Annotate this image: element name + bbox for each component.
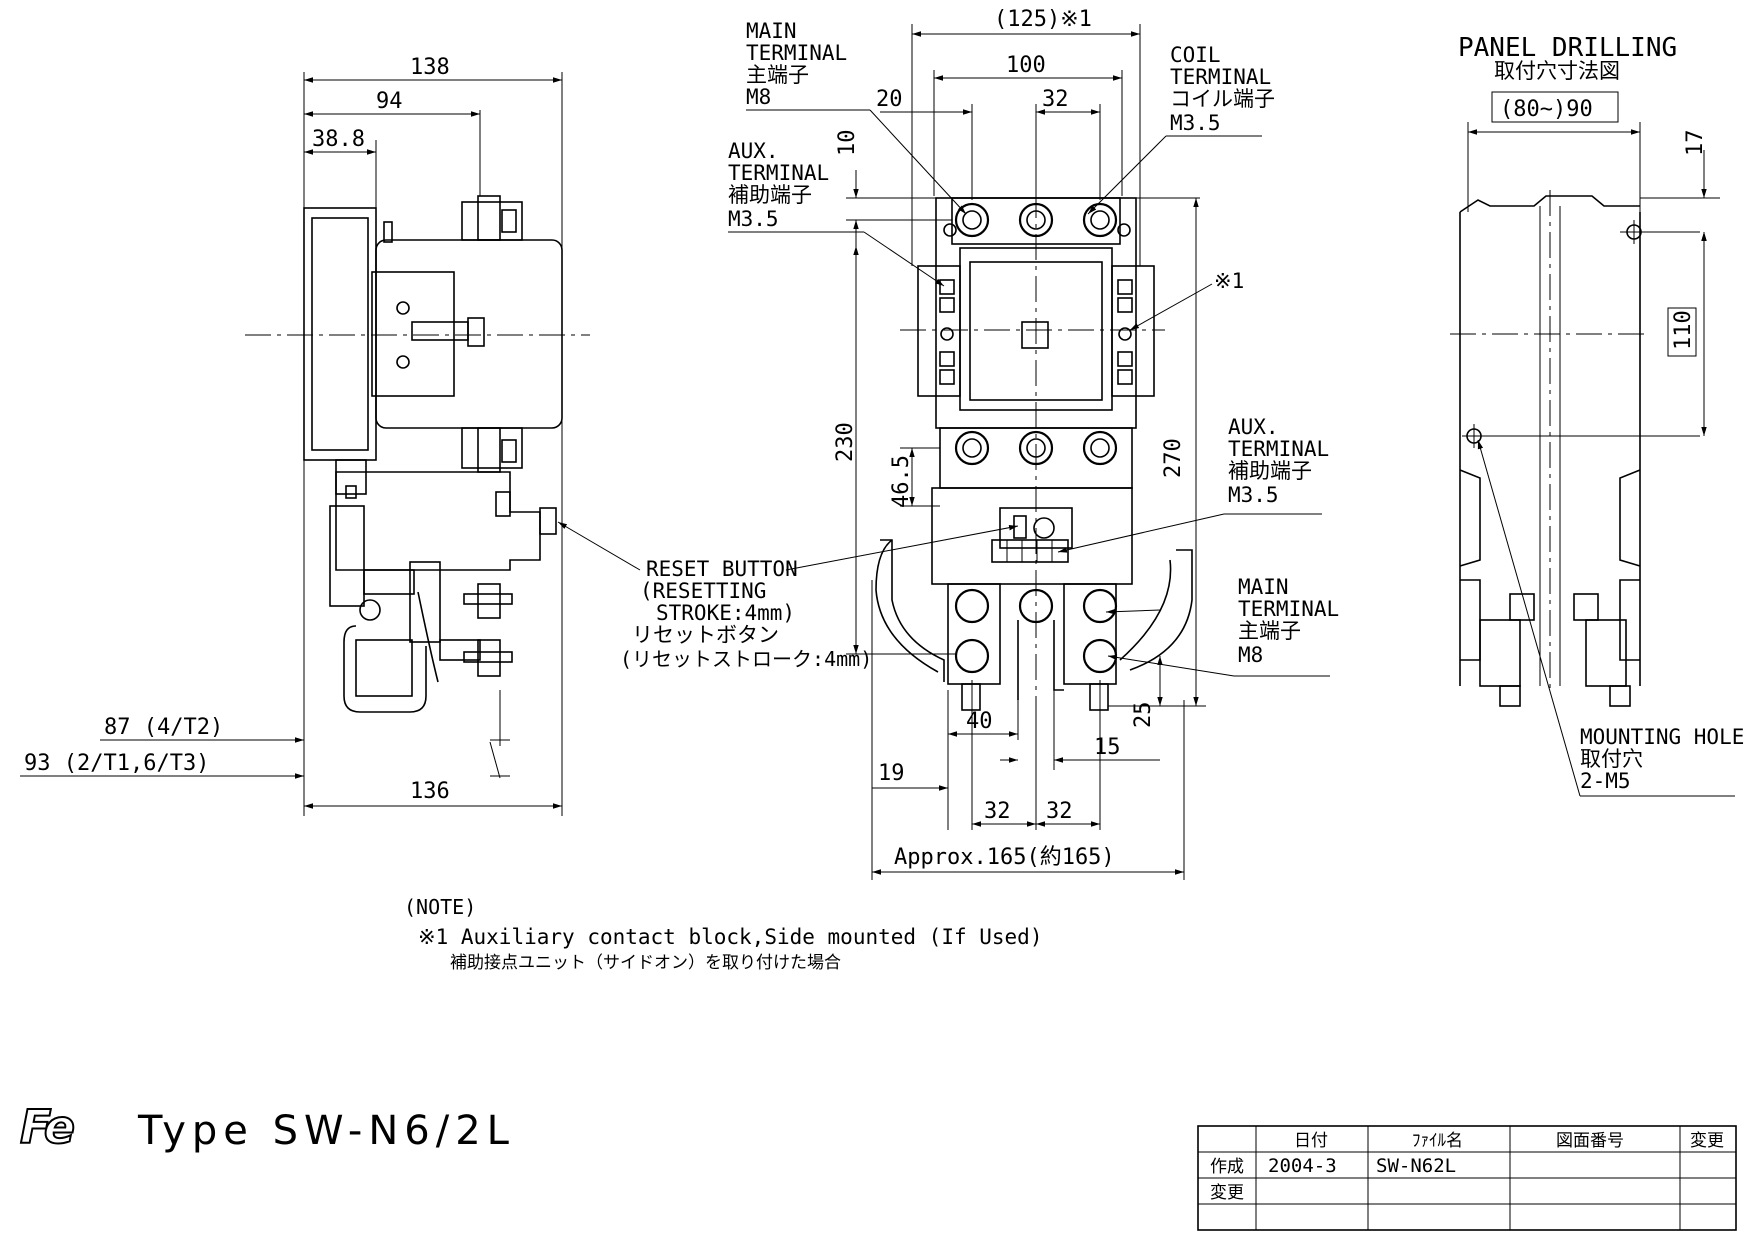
dim-side-38-8: 38.8: [312, 127, 365, 152]
note-line-2: 補助接点ユニット（サイドオン）を取り付けた場合: [450, 953, 841, 973]
svg-text:AUX.: AUX.: [1228, 415, 1279, 439]
panel-drilling-title: PANEL DRILLING: [1458, 33, 1677, 63]
tb-row2-label: 変更: [1210, 1183, 1244, 1203]
label-main-terminal-top: MAIN TERMINAL 主端子 M8: [746, 19, 967, 215]
svg-text:STROKE:4mm): STROKE:4mm): [656, 601, 795, 625]
overload-relay: [931, 487, 1133, 585]
label-aux-terminal-left: AUX. TERMINAL 補助端子 M3.5: [728, 139, 945, 287]
svg-text:M8: M8: [1238, 643, 1263, 667]
dim-front-100: 100: [1006, 53, 1046, 78]
svg-text:(RESETTING: (RESETTING: [640, 579, 766, 603]
label-mounting-hole: MOUNTING HOLE 取付穴 2-M5: [1477, 439, 1744, 797]
dim-side-87: 87 (4/T2): [104, 715, 223, 740]
dim-side-94: 94: [376, 89, 403, 114]
label-reset-button: RESET BUTTON (RESETTING STROKE:4mm) リセット…: [557, 521, 1019, 671]
note-block: (NOTE) ※1 Auxiliary contact block,Side m…: [404, 895, 1042, 973]
aux-screws-right: [1117, 279, 1133, 385]
front-view: (125)※1 100 20 32 10 230 270 46.5 25: [557, 7, 1339, 880]
dim-side-93: 93 (2/T1,6/T3): [24, 751, 209, 776]
svg-text:COIL: COIL: [1170, 43, 1221, 67]
svg-text:M3.5: M3.5: [1170, 111, 1221, 135]
svg-text:TERMINAL: TERMINAL: [1228, 437, 1329, 461]
panel-drilling-title-jp: 取付穴寸法図: [1494, 59, 1620, 83]
dim-front-approx-165: Approx.165(約165): [894, 845, 1115, 870]
svg-text:コイル端子: コイル端子: [1170, 87, 1275, 111]
dim-panel-width: (80~)90: [1500, 97, 1593, 122]
dim-front-40: 40: [966, 709, 993, 734]
dim-front-10: 10: [835, 130, 860, 157]
svg-text:TERMINAL: TERMINAL: [728, 161, 829, 185]
svg-text:TERMINAL: TERMINAL: [1238, 597, 1339, 621]
svg-text:補助端子: 補助端子: [728, 183, 812, 207]
main-terminals-top: [943, 197, 1131, 245]
dim-front-20: 20: [876, 87, 903, 112]
dim-front-25: 25: [1131, 702, 1156, 729]
svg-text:RESET BUTTON: RESET BUTTON: [646, 557, 798, 581]
label-main-terminal-bottom: MAIN TERMINAL 主端子 M8: [1105, 575, 1339, 677]
svg-text:主端子: 主端子: [746, 63, 809, 87]
svg-text:AUX.: AUX.: [728, 139, 779, 163]
svg-text:TERMINAL: TERMINAL: [1170, 65, 1271, 89]
tb-header-file: ﾌｧｲﾙ名: [1412, 1131, 1463, 1151]
dim-front-125: (125)※1: [994, 7, 1092, 32]
main-terminals-bottom: [947, 583, 1118, 711]
dim-front-15: 15: [1094, 735, 1121, 760]
fe-logo: Fe: [19, 1099, 76, 1155]
svg-text:取付穴: 取付穴: [1580, 747, 1643, 771]
svg-text:リセットボタン: リセットボタン: [632, 623, 779, 647]
label-coil-terminal: COIL TERMINAL コイル端子 M3.5: [1087, 43, 1275, 215]
svg-text:M8: M8: [746, 85, 771, 109]
aux-screws-left: [939, 279, 955, 385]
dim-side-138: 138: [410, 55, 450, 80]
label-aux-terminal-right: AUX. TERMINAL 補助端子 M3.5: [1057, 415, 1329, 553]
panel-width-box: [1491, 91, 1619, 123]
dim-side-136: 136: [410, 779, 450, 804]
svg-text:※1: ※1: [1214, 269, 1244, 293]
dim-front-230: 230: [833, 422, 858, 462]
svg-text:TERMINAL: TERMINAL: [746, 41, 847, 65]
dim-front-32-right: 32: [1046, 799, 1073, 824]
tb-row1-file: SW-N62L: [1376, 1155, 1456, 1177]
type-title: Type SW-N6/2L: [138, 1108, 515, 1154]
tb-header-date: 日付: [1294, 1131, 1328, 1151]
tb-header-change: 変更: [1690, 1131, 1724, 1151]
dim-front-46-5: 46.5: [889, 455, 914, 508]
panel-drilling-view: PANEL DRILLING 取付穴寸法図 (80~)90: [1450, 33, 1744, 797]
dim-front-32-left: 32: [984, 799, 1011, 824]
svg-text:補助端子: 補助端子: [1228, 459, 1312, 483]
dim-front-19: 19: [878, 761, 905, 786]
note-header: (NOTE): [404, 895, 476, 919]
dim-panel-17: 17: [1683, 130, 1708, 157]
title-block: 日付 ﾌｧｲﾙ名 図面番号 変更 作成 2004-3 SW-N62L 変更: [1197, 1125, 1737, 1231]
svg-text:M3.5: M3.5: [1228, 483, 1279, 507]
dim-front-270: 270: [1161, 438, 1186, 478]
dim-front-32-top: 32: [1042, 87, 1069, 112]
svg-text:MOUNTING HOLE: MOUNTING HOLE: [1580, 725, 1744, 749]
side-view: 138 94 38.8 136 87 (4/T2) 93 (2/T1,6/T3): [20, 55, 590, 816]
svg-text:M3.5: M3.5: [728, 207, 779, 231]
svg-text:主端子: 主端子: [1238, 619, 1301, 643]
svg-text:2-M5: 2-M5: [1580, 769, 1631, 793]
note-line-1: ※1 Auxiliary contact block,Side mounted …: [418, 925, 1042, 949]
tb-header-drawing: 図面番号: [1556, 1131, 1624, 1151]
tb-row1-date: 2004-3: [1268, 1155, 1337, 1177]
tb-row1-label: 作成: [1210, 1157, 1244, 1177]
dim-panel-110-box: [1667, 307, 1697, 357]
dim-panel-110: 110: [1671, 310, 1696, 350]
svg-text:MAIN: MAIN: [1238, 575, 1289, 599]
svg-text:MAIN: MAIN: [746, 19, 797, 43]
label-note-mark: ※1: [1129, 269, 1244, 331]
svg-text:(リセットストローク:4mm): (リセットストローク:4mm): [620, 647, 872, 671]
